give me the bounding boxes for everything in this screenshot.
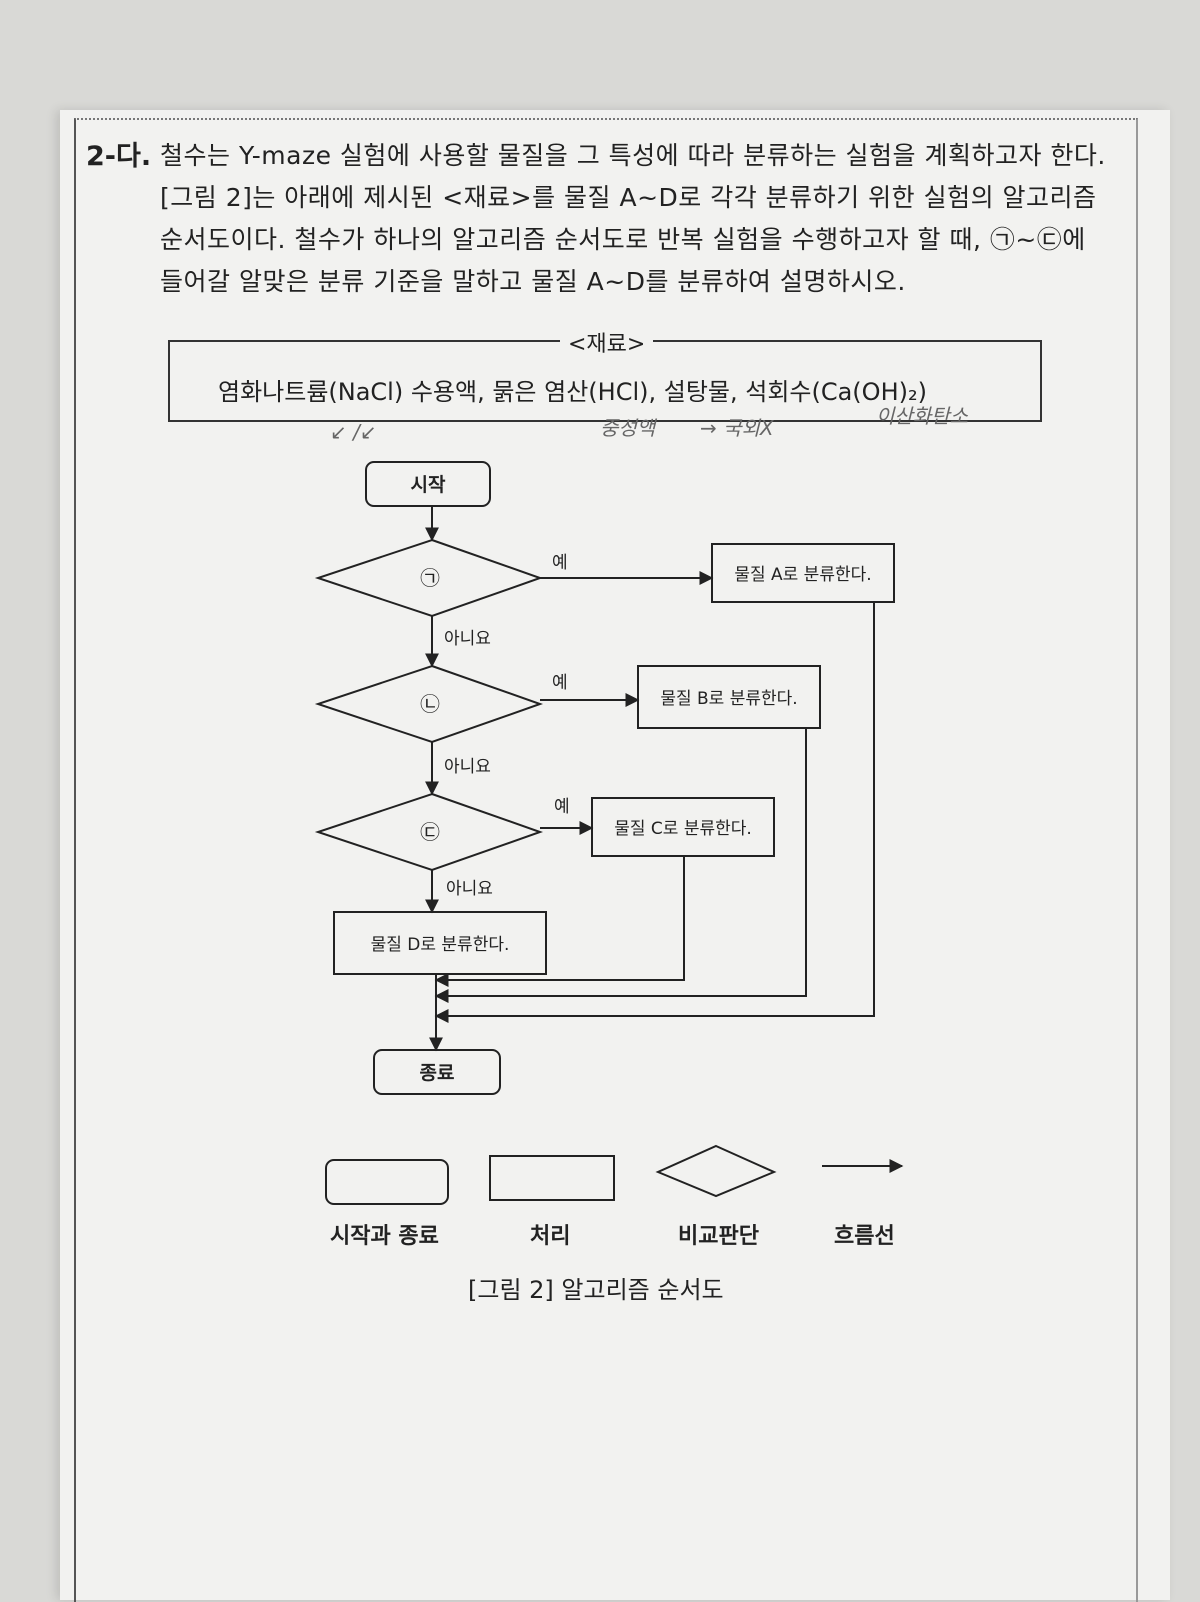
no-label-2: 아니요 [444,757,491,777]
process-b-label: 물질 B로 분류한다. [660,689,797,709]
page-frame [74,118,1138,1602]
yes-label-3: 예 [554,797,570,817]
decision-2-label: ㉡ [420,692,440,716]
decision-1-label: ㉠ [420,566,440,590]
materials-title: <재료> [560,326,654,358]
legend-terminal-label: 시작과 종료 [330,1224,439,1249]
yes-label-1: 예 [552,553,568,573]
question-number: 2-다. [86,141,152,172]
decision-3-label: ㉢ [420,820,440,844]
process-a-label: 물질 A로 분류한다. [734,565,871,585]
legend-terminal-shape [325,1159,449,1205]
legend-decision-shape [655,1144,777,1198]
question-line-2: [그림 2]는 아래에 제시된 <재료>를 물질 A~D로 각각 분류하기 위한… [160,183,1097,212]
start-label: 시작 [411,474,446,496]
process-d-label: 물질 D로 분류한다. [371,935,510,955]
handwritten-note-arrows: ↙ /↙ [330,420,377,444]
flow-c-return [434,856,685,987]
process-c-label: 물질 C로 분류한다. [614,819,752,839]
question-line-1: 철수는 Y-maze 실험에 사용할 물질을 그 특성에 따라 분류하는 실험을… [160,141,1106,170]
materials-text: 염화나트륨(NaCl) 수용액, 묽은 염산(HCl), 설탕물, 석회수(Ca… [218,378,927,406]
legend-flow-label: 흐름선 [834,1224,895,1249]
legend-process-shape [489,1155,615,1201]
handwritten-note-co2: 이산화탄소 [876,404,968,428]
legend-decision-label: 비교판단 [678,1224,759,1249]
flow-a-return [434,602,875,1023]
handwritten-note-x: → 국외X [700,416,774,440]
handwritten-note-neutral: 중성액 [600,416,656,440]
no-label-3: 아니요 [446,879,493,899]
question-line-3: 순서도이다. 철수가 하나의 알고리즘 순서도로 반복 실험을 수행하고자 할 … [160,225,1086,254]
end-label: 종료 [420,1062,455,1084]
no-label-1: 아니요 [444,629,491,649]
yes-label-2: 예 [552,673,568,693]
legend-process-label: 처리 [530,1224,571,1249]
question-line-4: 들어갈 알맞은 분류 기준을 말하고 물질 A~D를 분류하여 설명하시오. [160,267,906,296]
start-terminal [365,461,491,507]
figure-caption: [그림 2] 알고리즘 순서도 [468,1276,724,1304]
flow-b-return [434,728,807,1003]
